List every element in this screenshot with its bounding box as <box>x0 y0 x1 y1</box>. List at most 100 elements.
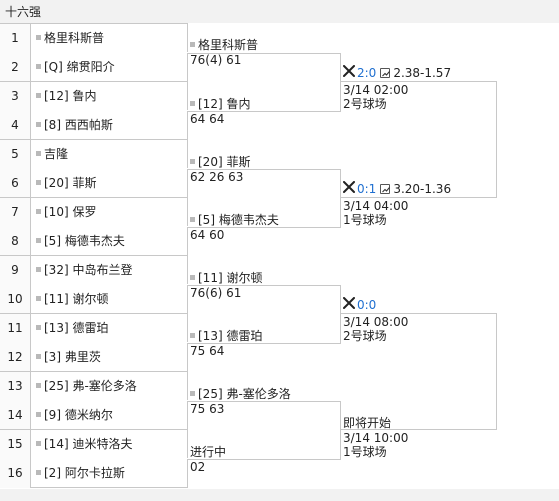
draw-row[interactable]: 11 [13] 德雷珀 <box>0 313 188 343</box>
bracket-line <box>340 197 497 198</box>
bracket-line <box>496 81 497 198</box>
qf-h2h-odds[interactable]: 0:1 3.20-1.36 <box>343 181 452 197</box>
draw-seed: 3 <box>0 82 31 111</box>
draw-row[interactable]: 15 [14] 迪米特洛夫 <box>0 429 188 459</box>
bracket-line <box>188 227 341 228</box>
bracket-line <box>188 53 341 54</box>
draw-player: [32] 中岛布兰登 <box>36 256 132 285</box>
h2h-record[interactable]: 0:0 <box>357 298 377 312</box>
bracket-score: 75 63 <box>190 402 225 416</box>
square-bullet-icon <box>36 35 41 40</box>
bracket-score: 76(6) 61 <box>190 286 242 300</box>
draw-seed: 8 <box>0 227 31 256</box>
bracket-line <box>188 401 341 402</box>
square-bullet-icon <box>36 238 41 243</box>
odds-value[interactable]: 3.20-1.36 <box>393 182 452 196</box>
square-bullet-icon <box>36 354 41 359</box>
bracket-score: 76(4) 61 <box>190 53 242 67</box>
draw-row[interactable]: 7 [10] 保罗 <box>0 197 188 227</box>
draw-row[interactable]: 13 [25] 弗-塞伦多洛 <box>0 371 188 401</box>
bracket-player[interactable]: [13] 德雷珀 <box>190 329 262 343</box>
bracket-line <box>340 53 341 112</box>
qf-h2h[interactable]: 0:0 <box>343 297 377 313</box>
square-bullet-icon <box>190 101 195 106</box>
draw-row[interactable]: 5 吉隆 <box>0 139 188 169</box>
bracket-line <box>188 169 341 170</box>
bracket-player[interactable]: [5] 梅德韦杰夫 <box>190 213 279 227</box>
square-bullet-icon <box>190 217 195 222</box>
draw-list: 1 格里科斯普 2 [Q] 绵贯阳介 3 [12] 鲁内 4 [8] 西西帕斯 … <box>0 23 188 489</box>
square-bullet-icon <box>36 267 41 272</box>
qf-status: 即将开始 <box>343 416 392 430</box>
chart-checkbox-icon <box>380 183 391 194</box>
bracket-player[interactable]: 格里科斯普 <box>190 38 258 52</box>
bracket-line <box>340 285 341 344</box>
qf-court: 1号球场 <box>343 213 387 227</box>
draw-player: 格里科斯普 <box>36 24 104 53</box>
square-bullet-icon <box>190 42 195 47</box>
square-bullet-icon <box>190 391 195 396</box>
qf-time: 3/14 10:00 <box>343 431 409 445</box>
draw-seed: 12 <box>0 343 31 372</box>
draw-seed: 11 <box>0 314 31 343</box>
draw-row[interactable]: 16 [2] 阿尔卡拉斯 <box>0 459 188 488</box>
draw-seed: 4 <box>0 111 31 140</box>
square-bullet-icon <box>36 93 41 98</box>
qf-time: 3/14 04:00 <box>343 199 409 213</box>
h2h-record[interactable]: 2:0 <box>357 66 377 80</box>
draw-row[interactable]: 1 格里科斯普 <box>0 23 188 53</box>
draw-player: [11] 谢尔顿 <box>36 285 108 314</box>
crossed-swords-icon <box>343 297 355 312</box>
crossed-swords-icon <box>343 65 355 80</box>
bracket-line <box>188 285 341 286</box>
square-bullet-icon <box>36 151 41 156</box>
bracket-score: 64 64 <box>190 112 225 126</box>
bracket-line <box>340 401 341 460</box>
draw-player: [5] 梅德韦杰夫 <box>36 227 125 256</box>
bracket-line <box>188 459 341 460</box>
draw-player: [8] 西西帕斯 <box>36 111 113 140</box>
square-bullet-icon <box>36 296 41 301</box>
odds-value[interactable]: 2.38-1.57 <box>393 66 452 80</box>
draw-row[interactable]: 3 [12] 鲁内 <box>0 81 188 111</box>
draw-seed: 13 <box>0 372 31 401</box>
draw-player: [25] 弗-塞伦多洛 <box>36 372 137 401</box>
draw-row[interactable]: 6 [20] 菲斯 <box>0 169 188 198</box>
bracket-score: 64 60 <box>190 228 225 242</box>
draw-player: [10] 保罗 <box>36 198 96 227</box>
bracket-player[interactable]: [20] 菲斯 <box>190 155 250 169</box>
draw-row[interactable]: 9 [32] 中岛布兰登 <box>0 255 188 285</box>
live-score: 02 <box>190 460 206 474</box>
draw-player: [12] 鲁内 <box>36 82 96 111</box>
draw-row[interactable]: 12 [3] 弗里茨 <box>0 343 188 372</box>
bracket-score: 75 64 <box>190 344 225 358</box>
draw-seed: 6 <box>0 169 31 198</box>
draw-row[interactable]: 2 [Q] 绵贯阳介 <box>0 53 188 82</box>
draw-player: [20] 菲斯 <box>36 169 96 198</box>
draw-player: [2] 阿尔卡拉斯 <box>36 459 125 488</box>
square-bullet-icon <box>36 209 41 214</box>
chart-checkbox-icon <box>380 67 391 78</box>
draw-row[interactable]: 14 [9] 德米纳尔 <box>0 401 188 430</box>
draw-seed: 9 <box>0 256 31 285</box>
h2h-record[interactable]: 0:1 <box>357 182 377 196</box>
bracket-player[interactable]: [11] 谢尔顿 <box>190 271 262 285</box>
draw-row[interactable]: 10 [11] 谢尔顿 <box>0 285 188 314</box>
qf-time: 3/14 02:00 <box>343 83 409 97</box>
draw-player: [9] 德米纳尔 <box>36 401 113 430</box>
square-bullet-icon <box>36 122 41 127</box>
bottom-scroll-area <box>0 489 559 501</box>
draw-row[interactable]: 4 [8] 西西帕斯 <box>0 111 188 140</box>
draw-row[interactable]: 8 [5] 梅德韦杰夫 <box>0 227 188 256</box>
qf-h2h-odds[interactable]: 2:0 2.38-1.57 <box>343 65 452 81</box>
draw-player: [3] 弗里茨 <box>36 343 101 372</box>
square-bullet-icon <box>36 412 41 417</box>
draw-seed: 2 <box>0 53 31 82</box>
bracket-player[interactable]: [12] 鲁内 <box>190 97 250 111</box>
draw-seed: 5 <box>0 140 31 169</box>
qf-court: 2号球场 <box>343 97 387 111</box>
square-bullet-icon <box>36 470 41 475</box>
bracket-line <box>496 313 497 430</box>
crossed-swords-icon <box>343 181 355 196</box>
bracket-player[interactable]: [25] 弗-塞伦多洛 <box>190 387 291 401</box>
